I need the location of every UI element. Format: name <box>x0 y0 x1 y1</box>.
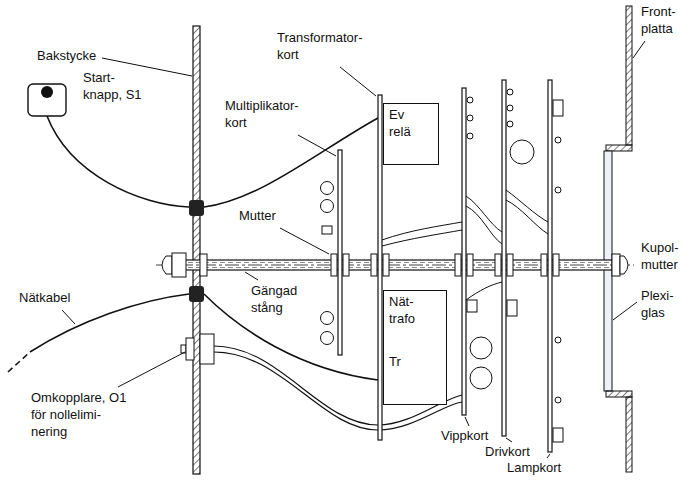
part-label: Mutter <box>238 208 277 225</box>
lamp <box>555 337 561 343</box>
switch-body <box>186 338 194 360</box>
component <box>470 337 492 359</box>
grommet <box>189 200 204 216</box>
nut <box>172 253 186 277</box>
part-label: Nätkabel <box>18 290 71 307</box>
nut <box>467 254 473 276</box>
part-label: Multiplikator- kort <box>224 98 300 132</box>
part-label: Gängad stång <box>250 283 298 317</box>
dome-nut <box>162 256 172 274</box>
leader-line <box>62 310 75 324</box>
lamp <box>555 397 561 403</box>
back-plate <box>193 26 200 474</box>
part-label: Bakstycke <box>36 48 97 65</box>
component <box>507 105 513 111</box>
part-label: Kupol- mutter <box>640 240 680 274</box>
component <box>321 332 334 345</box>
lamp <box>555 137 561 143</box>
part-label: Lampkort <box>506 460 562 477</box>
wire <box>466 196 502 232</box>
component-label: Tr <box>389 354 401 371</box>
nut <box>383 254 389 276</box>
nut <box>455 254 461 276</box>
part-label: Start- knapp, S1 <box>82 70 148 104</box>
component <box>321 182 334 195</box>
wire <box>506 200 548 234</box>
wire <box>506 190 548 222</box>
component-box: Nät- trafoTr <box>383 290 447 405</box>
nut <box>495 254 501 276</box>
nut <box>541 254 547 276</box>
component <box>507 89 513 95</box>
part-label: Vippkort <box>440 428 489 445</box>
lamp <box>555 187 561 193</box>
wire <box>382 230 462 246</box>
component <box>321 312 334 325</box>
nut <box>343 254 349 276</box>
front-plate-step <box>606 145 632 151</box>
leader-line <box>613 302 637 320</box>
component <box>467 115 473 121</box>
leader-line <box>118 352 185 387</box>
lamp <box>553 428 563 442</box>
component <box>507 300 517 316</box>
dome-nut <box>612 254 620 276</box>
part-label: Drivkort <box>484 444 531 461</box>
component-box: Ev relä <box>383 103 439 165</box>
switch-lever <box>181 345 186 353</box>
part-label: Transformator- kort <box>276 30 363 64</box>
dome-nut <box>620 256 628 274</box>
front-plate <box>626 6 632 145</box>
wire <box>466 206 502 244</box>
circuit-board <box>338 150 342 355</box>
lamp <box>553 100 563 116</box>
component-label: Ev relä <box>389 107 411 141</box>
component <box>321 200 334 213</box>
component <box>507 121 513 127</box>
circuit-board <box>462 88 466 415</box>
leader-line <box>298 135 336 156</box>
leader-line <box>465 417 469 426</box>
leader-line <box>506 438 512 442</box>
mains-cable-break <box>8 352 30 372</box>
component <box>322 226 332 234</box>
leader-line <box>547 454 550 458</box>
button-cap <box>41 86 53 98</box>
front-plate <box>626 397 632 472</box>
nut <box>331 254 337 276</box>
circuit-board <box>378 95 382 440</box>
component <box>467 300 477 312</box>
part-label: Omkopplare, O1 för nollelimi- nering <box>30 390 136 441</box>
part-label: Front- platta <box>640 4 677 38</box>
component <box>470 367 492 389</box>
nut <box>200 254 207 276</box>
center-line <box>156 265 634 266</box>
leader-line <box>340 67 376 96</box>
circuit-board <box>502 80 506 436</box>
part-label: Plexi- glas <box>640 288 675 322</box>
front-plate-step <box>606 391 632 397</box>
nut <box>371 254 377 276</box>
component <box>510 140 534 164</box>
switch-body <box>200 334 214 364</box>
leader-line <box>633 41 645 58</box>
circuit-board <box>548 80 552 452</box>
plexiglass <box>604 151 612 391</box>
start-cable <box>47 116 189 207</box>
grommet <box>189 286 204 302</box>
leader-line <box>280 228 329 254</box>
leader-line <box>245 272 258 280</box>
start-button <box>28 84 66 116</box>
component <box>467 133 473 139</box>
nut <box>553 254 559 276</box>
component <box>467 97 473 103</box>
wire <box>466 282 502 300</box>
nut <box>507 254 513 276</box>
component-label: Nät- trafo <box>389 294 415 328</box>
